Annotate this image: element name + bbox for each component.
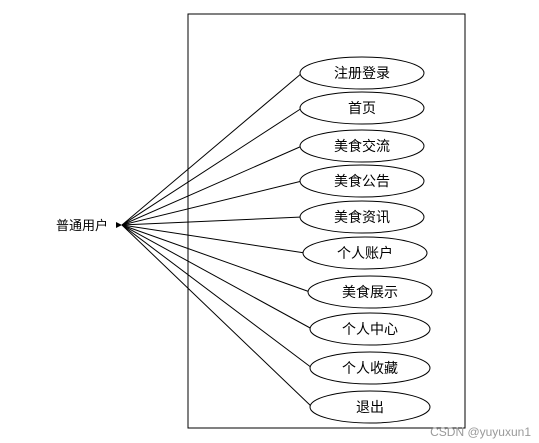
use-case-ellipse [299, 164, 425, 198]
association-line [121, 224, 313, 408]
use-case-label: 个人账户 [337, 245, 393, 262]
use-case: 美食交流 [299, 129, 425, 163]
actor-label: 普通用户 [56, 218, 108, 234]
use-case: 个人账户 [302, 236, 428, 270]
association-line [121, 216, 303, 226]
actor-arrow-icon [116, 222, 122, 228]
association-line [121, 224, 313, 330]
use-case-label: 首页 [348, 101, 376, 117]
use-case-ellipse [309, 351, 431, 385]
system-boundary [187, 13, 466, 429]
association-line [121, 107, 303, 226]
association-line [121, 224, 311, 293]
use-case: 美食资讯 [299, 200, 425, 234]
use-case-label: 美食资讯 [334, 209, 390, 226]
use-case: 退出 [309, 390, 431, 424]
use-case: 个人中心 [309, 312, 431, 346]
use-case-ellipse [299, 91, 425, 125]
use-case-label: 美食交流 [334, 138, 390, 155]
use-case-label: 个人中心 [342, 322, 398, 338]
association-line [121, 224, 306, 254]
use-case-label: 个人收藏 [342, 361, 398, 377]
use-case-ellipse [299, 129, 425, 163]
use-case: 首页 [299, 91, 425, 125]
use-case-ellipse [307, 275, 433, 309]
use-case-label: 注册登录 [334, 66, 390, 82]
use-case-ellipse [299, 200, 425, 234]
watermark: CSDN @yuyuxun1 [430, 425, 531, 439]
use-case-ellipse [299, 56, 425, 90]
association-line [121, 72, 303, 226]
use-case-ellipse [309, 312, 431, 346]
use-case: 美食展示 [307, 275, 433, 309]
use-case-label: 退出 [356, 400, 384, 416]
use-case-label: 美食展示 [342, 284, 398, 301]
use-case: 美食公告 [299, 164, 425, 198]
use-case-label: 美食公告 [334, 173, 390, 190]
use-case-ellipse [309, 390, 431, 424]
use-case: 注册登录 [299, 56, 425, 90]
association-lines [121, 72, 313, 408]
association-line [121, 145, 303, 226]
use-case-ellipse [302, 236, 428, 270]
association-line [121, 180, 303, 226]
association-line [121, 224, 313, 369]
use-case: 个人收藏 [309, 351, 431, 385]
